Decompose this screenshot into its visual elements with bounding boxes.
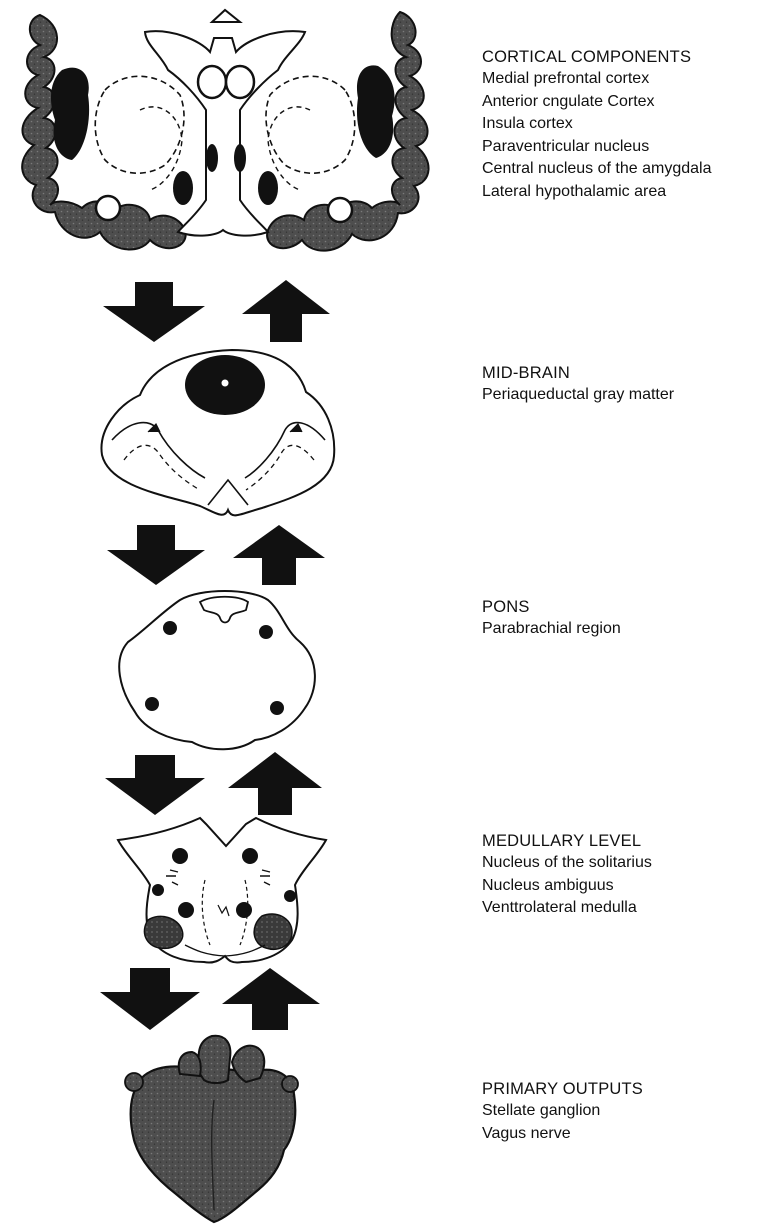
label-pons: PONS Parabrachial region [482, 596, 621, 641]
outputs-item: Stellate ganglion [482, 1100, 643, 1123]
forebrain-section [22, 10, 428, 251]
forebrain-central-outline [145, 31, 305, 235]
medulla-item: Nucleus of the solitarius [482, 852, 652, 875]
right-amygdala [328, 198, 352, 222]
arrow-pair-4 [100, 968, 320, 1030]
medulla-section [118, 818, 326, 963]
heart-node-right [282, 1076, 298, 1092]
right-paraventricular [234, 144, 246, 172]
arrow-pair-2 [107, 525, 325, 585]
left-ventricle [198, 66, 226, 98]
cortical-item: Insula cortex [482, 113, 711, 136]
label-medulla: MEDULLARY LEVEL Nucleus of the solitariu… [482, 830, 652, 920]
heart-vessel-left [179, 1052, 201, 1076]
heart-illustration [125, 1036, 298, 1222]
ventrolateral-right [254, 914, 292, 949]
right-insula [357, 65, 395, 158]
cortical-item: Anterior cngulate Cortex [482, 91, 711, 114]
left-hypothalamic-nucleus [173, 171, 193, 205]
heart-aorta [199, 1036, 231, 1083]
ambiguus-right [236, 902, 252, 918]
right-dashed-region [266, 76, 355, 173]
right-ventricle [226, 66, 254, 98]
pons-heading: PONS [482, 596, 621, 618]
medulla-heading: MEDULLARY LEVEL [482, 830, 652, 852]
down-arrow-icon [107, 525, 205, 585]
top-notch [212, 10, 240, 22]
arrow-pair-1 [103, 280, 330, 342]
left-insula [51, 68, 89, 160]
outputs-item: Vagus nerve [482, 1123, 643, 1146]
heart-node-left [125, 1073, 143, 1091]
left-paraventricular [206, 144, 218, 172]
parabrachial-right [259, 625, 273, 639]
medulla-item: Nucleus ambiguus [482, 875, 652, 898]
cortical-item: Central nucleus of the amygdala [482, 158, 711, 181]
label-cortical: CORTICAL COMPONENTS Medial prefrontal co… [482, 46, 711, 203]
cortical-item: Medial prefrontal cortex [482, 68, 711, 91]
aqueduct [222, 380, 229, 387]
down-arrow-icon [103, 282, 205, 342]
pons-item: Parabrachial region [482, 618, 621, 641]
pons-lower-right-nucleus [270, 701, 284, 715]
medulla-item: Venttrolateral medulla [482, 897, 652, 920]
down-arrow-icon [105, 755, 205, 815]
right-hypothalamic-nucleus [258, 171, 278, 205]
medulla-right-nucleus [284, 890, 296, 902]
up-arrow-icon [233, 525, 325, 585]
cortical-item: Paraventricular nucleus [482, 136, 711, 159]
outputs-heading: PRIMARY OUTPUTS [482, 1078, 643, 1100]
solitarius-left [172, 848, 188, 864]
ambiguus-left [178, 902, 194, 918]
arrow-pair-3 [105, 752, 322, 815]
midbrain-item: Periaqueductal gray matter [482, 384, 674, 407]
cortical-item: Lateral hypothalamic area [482, 181, 711, 204]
solitarius-right [242, 848, 258, 864]
label-midbrain: MID-BRAIN Periaqueductal gray matter [482, 362, 674, 407]
up-arrow-icon [242, 280, 330, 342]
left-amygdala [96, 196, 120, 220]
midbrain-heading: MID-BRAIN [482, 362, 674, 384]
medulla-left-nucleus [152, 884, 164, 896]
left-dashed-region [95, 76, 184, 173]
label-outputs: PRIMARY OUTPUTS Stellate ganglion Vagus … [482, 1078, 643, 1145]
parabrachial-left [163, 621, 177, 635]
down-arrow-icon [100, 968, 200, 1030]
up-arrow-icon [228, 752, 322, 815]
cortical-heading: CORTICAL COMPONENTS [482, 46, 711, 68]
pons-lower-left-nucleus [145, 697, 159, 711]
up-arrow-icon [222, 968, 320, 1030]
pons-section [119, 591, 315, 749]
midbrain-section [101, 350, 334, 515]
